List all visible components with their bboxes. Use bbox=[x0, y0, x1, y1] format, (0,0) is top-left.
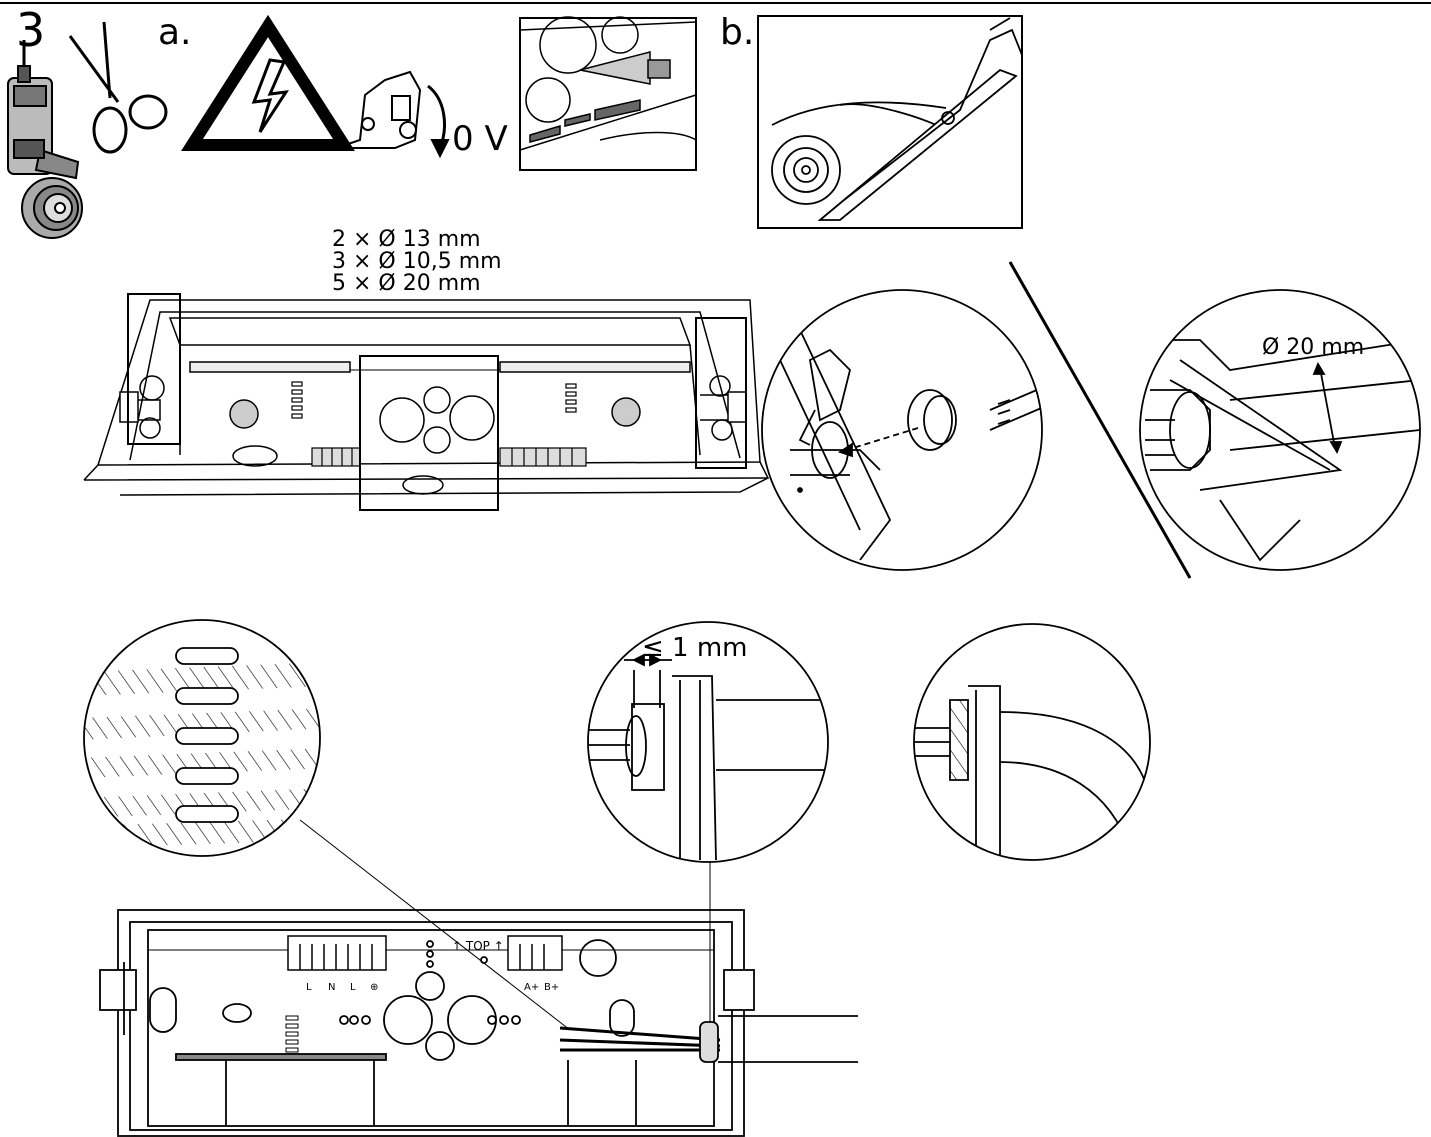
scissors-icon bbox=[68, 21, 168, 154]
zoom-grommet-insertion bbox=[761, 289, 1043, 571]
diameter-label: Ø 20 mm bbox=[1262, 335, 1364, 360]
knockout-drill-panel bbox=[519, 16, 697, 171]
terminal-label: B+ bbox=[544, 982, 559, 993]
separator-line bbox=[1008, 261, 1192, 579]
terminal-label: N bbox=[328, 982, 335, 993]
terminal-label: A+ bbox=[524, 982, 539, 993]
terminal-labels: L N L ⊕ A+ B+ bbox=[306, 982, 559, 993]
high-voltage-warning-icon bbox=[181, 14, 355, 151]
leader-line bbox=[299, 819, 571, 1031]
zoom-diameter bbox=[1139, 289, 1421, 571]
zoom-hatched-grooves bbox=[83, 619, 321, 857]
step-number: 3 bbox=[16, 3, 45, 57]
terminal-label: L bbox=[350, 982, 356, 993]
top-marker: ↑ TOP ↑ bbox=[452, 939, 504, 953]
zoom-gap-measurement bbox=[587, 621, 829, 863]
terminal-label: ⊕ bbox=[370, 982, 378, 993]
scissors-cut-panel bbox=[757, 15, 1023, 229]
circuit-breaker-icon bbox=[344, 70, 450, 159]
hole-specs: 2 × Ø 13 mm 3 × Ø 10,5 mm 5 × Ø 20 mm bbox=[332, 227, 502, 296]
zoom-cable-seated bbox=[913, 623, 1151, 861]
detail-highlight-boxes bbox=[127, 293, 747, 511]
enclosure-perspective bbox=[83, 299, 770, 496]
drill-icon bbox=[7, 40, 80, 180]
hole-spec-line: 2 × Ø 13 mm bbox=[332, 227, 481, 252]
step-label-b: b. bbox=[720, 12, 754, 53]
hole-spec-line: 5 × Ø 20 mm bbox=[332, 271, 481, 296]
step-label-a: a. bbox=[158, 12, 192, 53]
hole-spec-line: 3 × Ø 10,5 mm bbox=[332, 249, 502, 274]
voltage-label: 0 V bbox=[452, 119, 508, 159]
gap-label: ≤ 1 mm bbox=[642, 633, 748, 663]
grommet-icon bbox=[21, 177, 83, 239]
terminal-label: L bbox=[306, 982, 312, 993]
enclosure-front-view bbox=[99, 909, 858, 1137]
